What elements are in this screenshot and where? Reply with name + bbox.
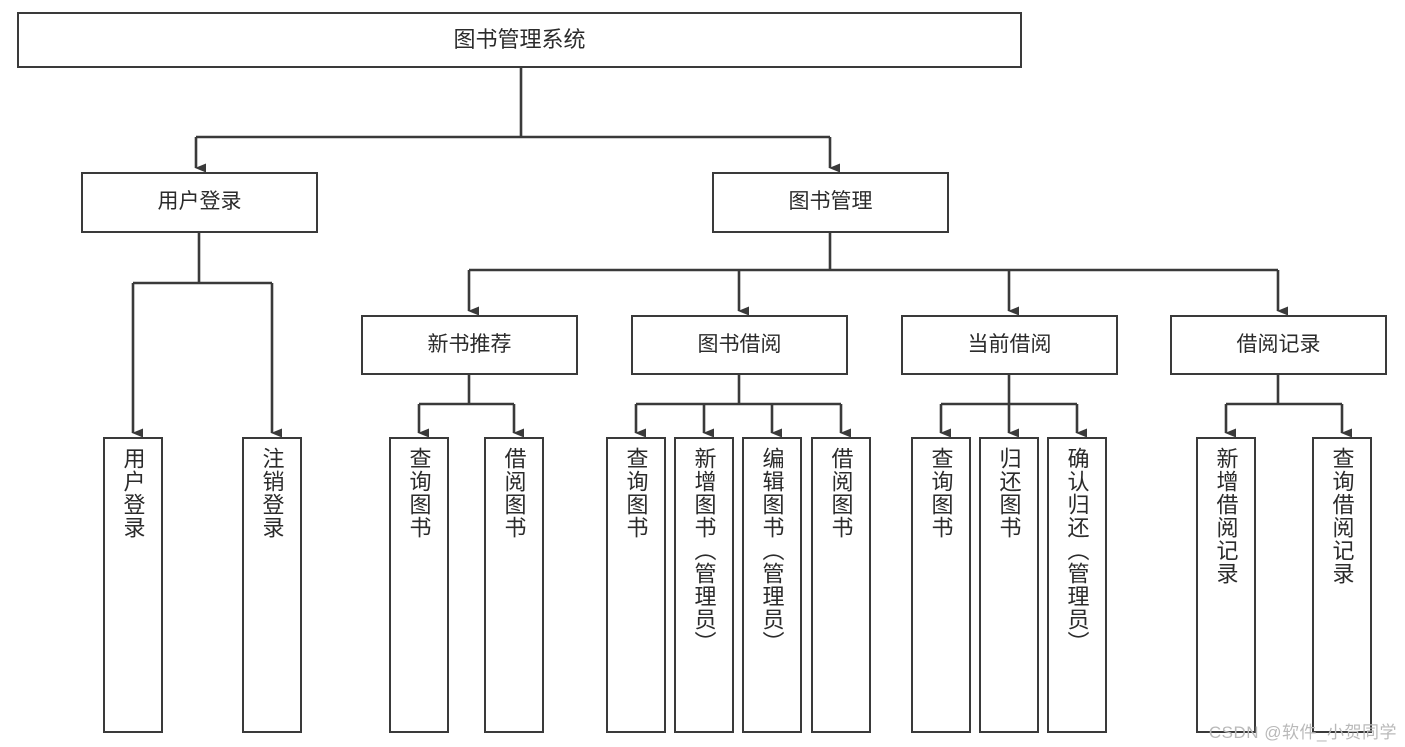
node-leaf-add-borrow-record[interactable]: 新增借阅记录 <box>1196 437 1256 733</box>
node-label: 查询借阅记录 <box>1329 447 1355 585</box>
node-label: 用户登录 <box>120 447 146 539</box>
node-leaf-query-book-borrow[interactable]: 查询图书 <box>606 437 666 733</box>
node-label: 新增图书（管理员） <box>691 447 717 654</box>
node-label: 查询图书 <box>928 447 954 539</box>
node-label: 确认归还（管理员） <box>1064 447 1090 654</box>
node-leaf-edit-book-admin[interactable]: 编辑图书（管理员） <box>742 437 802 733</box>
node-leaf-confirm-return-admin[interactable]: 确认归还（管理员） <box>1047 437 1107 733</box>
node-leaf-logout-login[interactable]: 注销登录 <box>242 437 302 733</box>
node-label: 借阅记录 <box>1236 332 1321 356</box>
node-label: 图书管理 <box>788 190 873 214</box>
node-user-login[interactable]: 用户登录 <box>81 172 318 233</box>
node-root-book-management-system[interactable]: 图书管理系统 <box>17 12 1022 68</box>
csdn-watermark: CSDN @软件_小贺同学 <box>1208 723 1397 742</box>
node-leaf-return-book[interactable]: 归还图书 <box>979 437 1039 733</box>
node-label: 新增借阅记录 <box>1213 447 1239 585</box>
node-new-book-recommend[interactable]: 新书推荐 <box>361 315 578 375</box>
node-leaf-borrow-book-recommend[interactable]: 借阅图书 <box>484 437 544 733</box>
node-label: 当前借阅 <box>967 332 1052 356</box>
node-leaf-borrow-book-borrow[interactable]: 借阅图书 <box>811 437 871 733</box>
node-label: 新书推荐 <box>427 332 512 356</box>
node-book-borrow[interactable]: 图书借阅 <box>631 315 848 375</box>
node-label: 借阅图书 <box>501 447 527 539</box>
node-leaf-query-book-current[interactable]: 查询图书 <box>911 437 971 733</box>
node-current-borrow[interactable]: 当前借阅 <box>901 315 1118 375</box>
node-label: 查询图书 <box>623 447 649 539</box>
node-leaf-add-book-admin[interactable]: 新增图书（管理员） <box>674 437 734 733</box>
node-label: 归还图书 <box>996 447 1022 539</box>
node-leaf-query-borrow-record[interactable]: 查询借阅记录 <box>1312 437 1372 733</box>
node-label: 图书借阅 <box>697 332 782 356</box>
node-borrow-record[interactable]: 借阅记录 <box>1170 315 1387 375</box>
node-label: 借阅图书 <box>828 447 854 539</box>
node-leaf-user-login[interactable]: 用户登录 <box>103 437 163 733</box>
node-book-management[interactable]: 图书管理 <box>712 172 949 233</box>
node-label: 编辑图书（管理员） <box>759 447 785 654</box>
node-label: 图书管理系统 <box>453 27 586 53</box>
node-label: 注销登录 <box>259 447 285 539</box>
node-label: 用户登录 <box>157 190 242 214</box>
node-leaf-query-book-recommend[interactable]: 查询图书 <box>389 437 449 733</box>
node-label: 查询图书 <box>406 447 432 539</box>
